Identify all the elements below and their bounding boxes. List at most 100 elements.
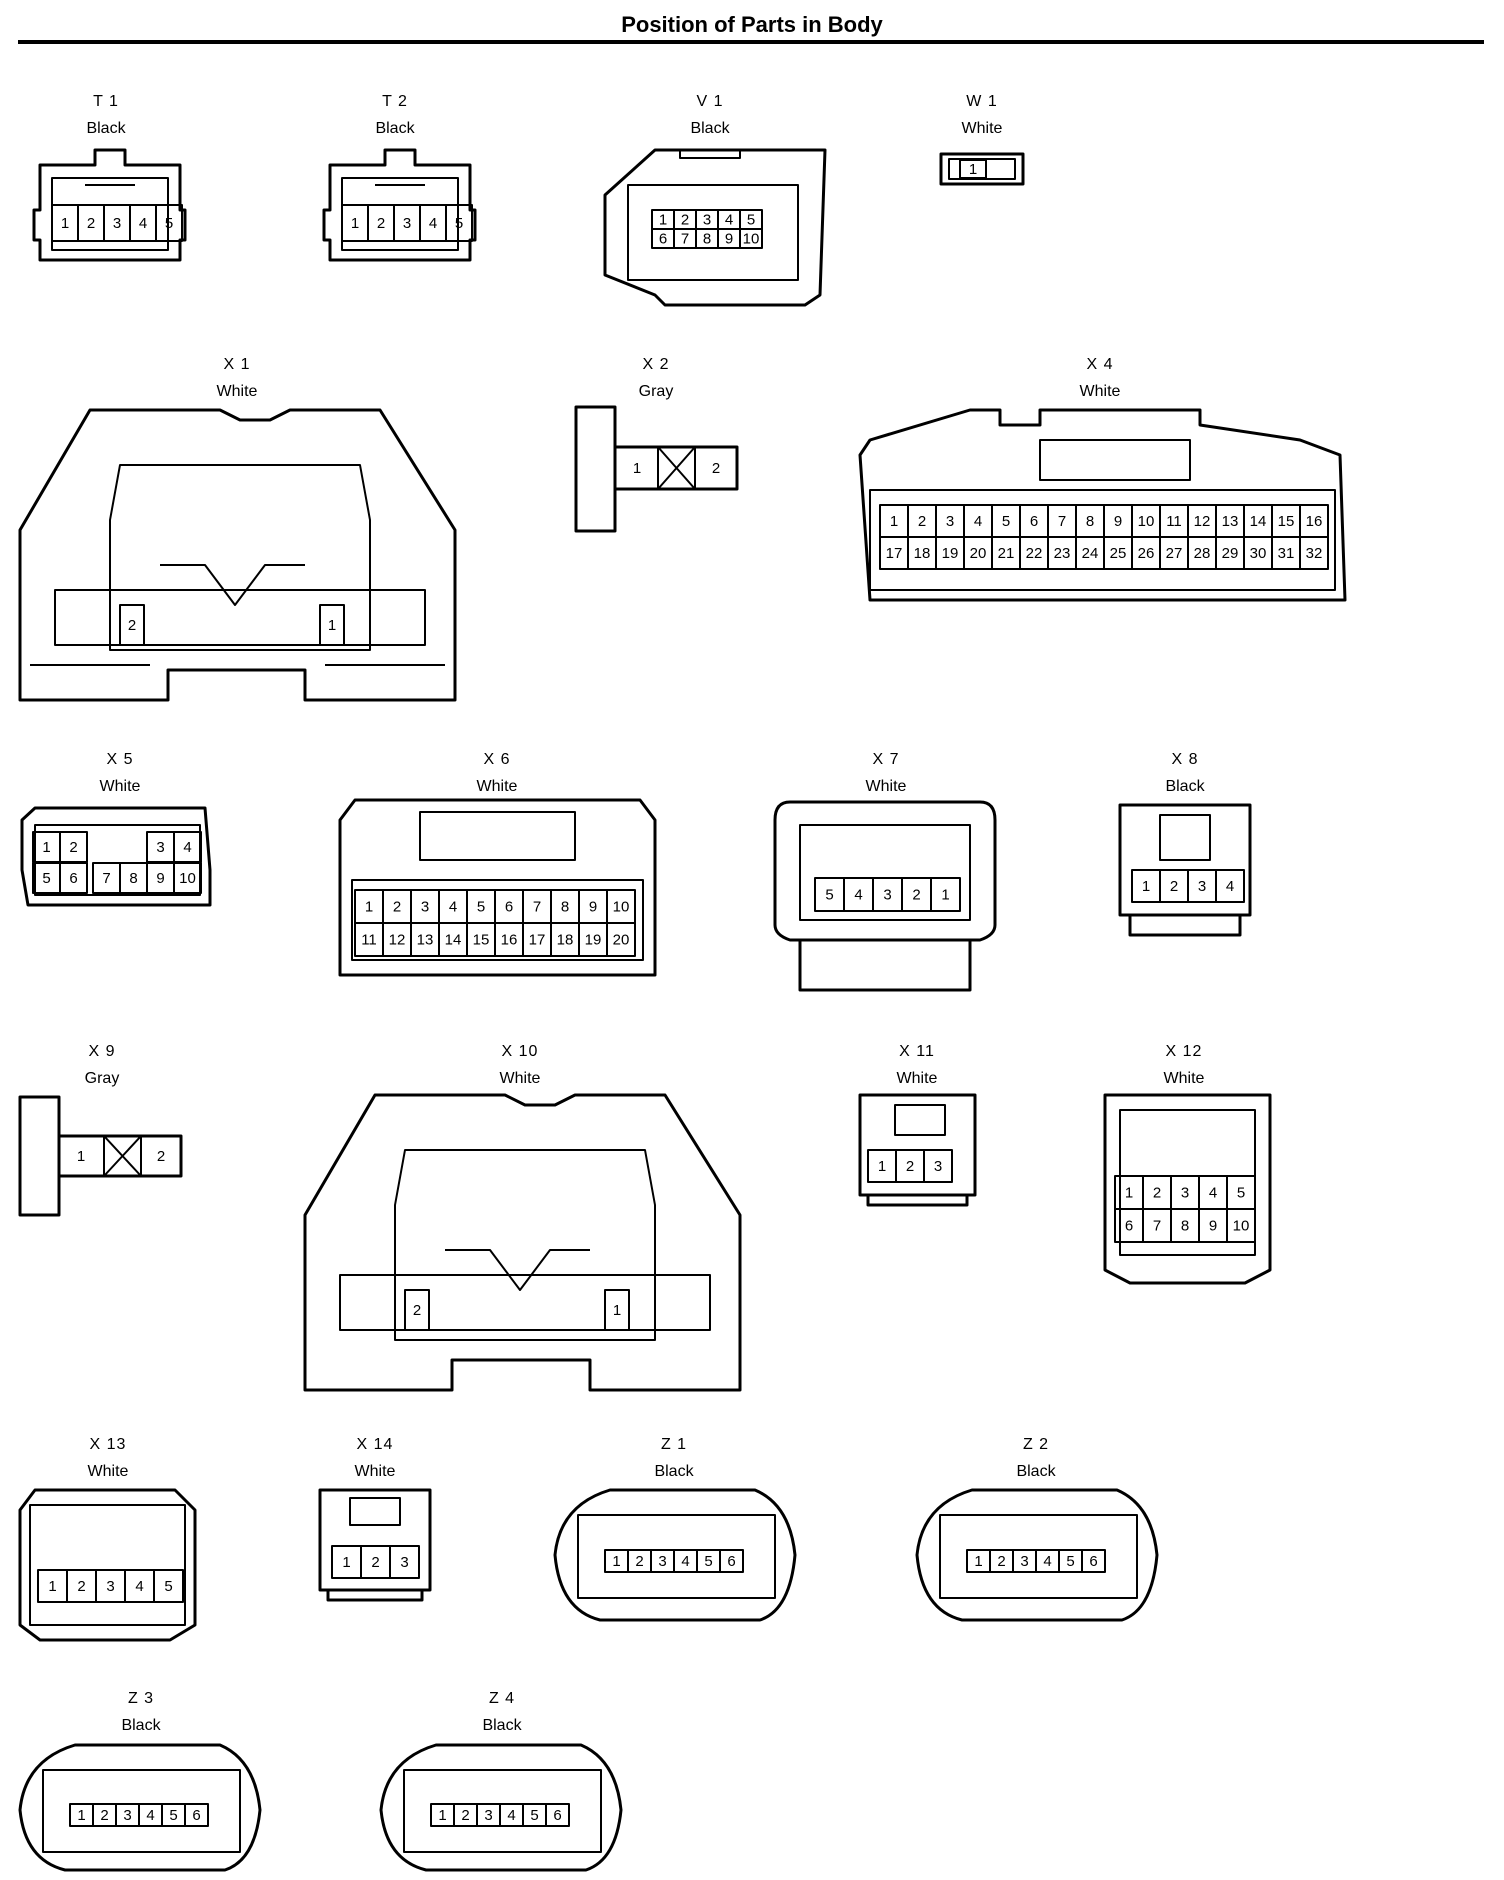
connector-Z2 — [915, 1488, 1159, 1622]
pin-number: 6 — [1125, 1218, 1133, 1235]
connector-color: White — [216, 383, 258, 400]
pin-cell — [923, 1149, 953, 1183]
pin-number: 9 — [725, 231, 733, 248]
pin-number: 1 — [659, 212, 667, 229]
pin-number: 7 — [681, 231, 689, 248]
pin-number: 14 — [1250, 513, 1267, 530]
pin-number: 5 — [1237, 1185, 1245, 1202]
pin-number: 2 — [371, 1554, 379, 1571]
pin-number: 3 — [403, 215, 411, 232]
connector-color: White — [354, 1463, 396, 1480]
connector-color: White — [476, 778, 518, 795]
pin-number: 5 — [165, 215, 173, 232]
pin-number: 4 — [135, 1578, 143, 1595]
pin-number: 21 — [998, 545, 1015, 562]
pin-number: 4 — [681, 1553, 689, 1570]
pin-number: 3 — [946, 513, 954, 530]
pin-cell — [319, 604, 345, 646]
connector-code: Z 1 — [660, 1436, 688, 1453]
connector-color: Black — [121, 1717, 161, 1734]
connector-color: Black — [1165, 778, 1205, 795]
connector-X13 — [18, 1488, 197, 1642]
pin-number: 4 — [854, 887, 862, 904]
pin-number: 3 — [106, 1578, 114, 1595]
connector-code: T 2 — [382, 93, 408, 110]
pin-number: 8 — [129, 870, 137, 887]
connector-V1 — [603, 148, 827, 307]
pin-number: 9 — [589, 899, 597, 916]
pin-number: 18 — [914, 545, 931, 562]
pin-number: 5 — [455, 215, 463, 232]
label-X9: X 9 Gray — [22, 1044, 182, 1087]
pin-number: 5 — [42, 870, 50, 887]
pin-number: 19 — [942, 545, 959, 562]
pin-number: 6 — [727, 1553, 735, 1570]
pin-cell — [1081, 1549, 1106, 1573]
connector-code: X 10 — [501, 1043, 539, 1060]
connector-X5 — [20, 806, 212, 907]
pin-cell — [959, 159, 987, 179]
pin-number: 14 — [445, 932, 462, 949]
pin-number: 2 — [87, 215, 95, 232]
pin-number: 3 — [883, 887, 891, 904]
pin-number: 18 — [557, 932, 574, 949]
pin-number: 4 — [449, 899, 457, 916]
connector-X4 — [858, 408, 1347, 602]
pin-cell — [173, 862, 202, 894]
pin-number: 4 — [146, 1807, 154, 1824]
pin-number: 10 — [1138, 513, 1155, 530]
pin-number: 10 — [613, 899, 630, 916]
connector-code: X 9 — [88, 1043, 116, 1060]
pin-number: 2 — [635, 1553, 643, 1570]
connector-code: X 5 — [106, 751, 134, 768]
pin-number: 8 — [561, 899, 569, 916]
pin-number: 6 — [659, 231, 667, 248]
pin-number: 13 — [1222, 513, 1239, 530]
connector-color: Gray — [84, 1070, 120, 1087]
pin-number: 4 — [429, 215, 437, 232]
pin-cell — [1215, 869, 1245, 903]
connector-code: T 1 — [93, 93, 119, 110]
page-title: Position of Parts in Body — [621, 12, 883, 37]
pin-number: 2 — [77, 1578, 85, 1595]
pin-cell — [389, 1545, 420, 1579]
pin-number: 3 — [1198, 878, 1206, 895]
pin-number: 2 — [997, 1553, 1005, 1570]
connector-color: Black — [86, 120, 126, 137]
connector-color: White — [896, 1070, 938, 1087]
pin-number: 1 — [878, 1158, 886, 1175]
pin-cell — [404, 1289, 430, 1331]
pin-number: 11 — [361, 932, 377, 949]
pin-number: 5 — [477, 899, 485, 916]
connector-X14 — [318, 1488, 432, 1602]
pin-number: 31 — [1278, 545, 1295, 562]
pin-number: 1 — [890, 513, 898, 530]
pin-number: 1 — [438, 1807, 446, 1824]
pin-number: 3 — [421, 899, 429, 916]
connector-color: Black — [375, 120, 415, 137]
label-T2: T 2 Black — [315, 94, 475, 137]
pin-number: 8 — [1086, 513, 1094, 530]
pin-number: 10 — [743, 231, 760, 248]
pin-number: 10 — [179, 870, 196, 887]
pin-number: 2 — [1153, 1185, 1161, 1202]
pin-number: 1 — [351, 215, 359, 232]
pin-number: 7 — [1058, 513, 1066, 530]
pin-number: 3 — [1020, 1553, 1028, 1570]
pin-number: 2 — [461, 1807, 469, 1824]
pin-number: 9 — [1209, 1218, 1217, 1235]
pin-number: 7 — [1153, 1218, 1161, 1235]
pin-number: 20 — [970, 545, 987, 562]
pin-number: 2 — [69, 839, 77, 856]
pin-number: 1 — [1142, 878, 1150, 895]
pin-number: 24 — [1082, 545, 1099, 562]
pin-number: 3 — [934, 1158, 942, 1175]
pin-cell — [445, 204, 473, 242]
